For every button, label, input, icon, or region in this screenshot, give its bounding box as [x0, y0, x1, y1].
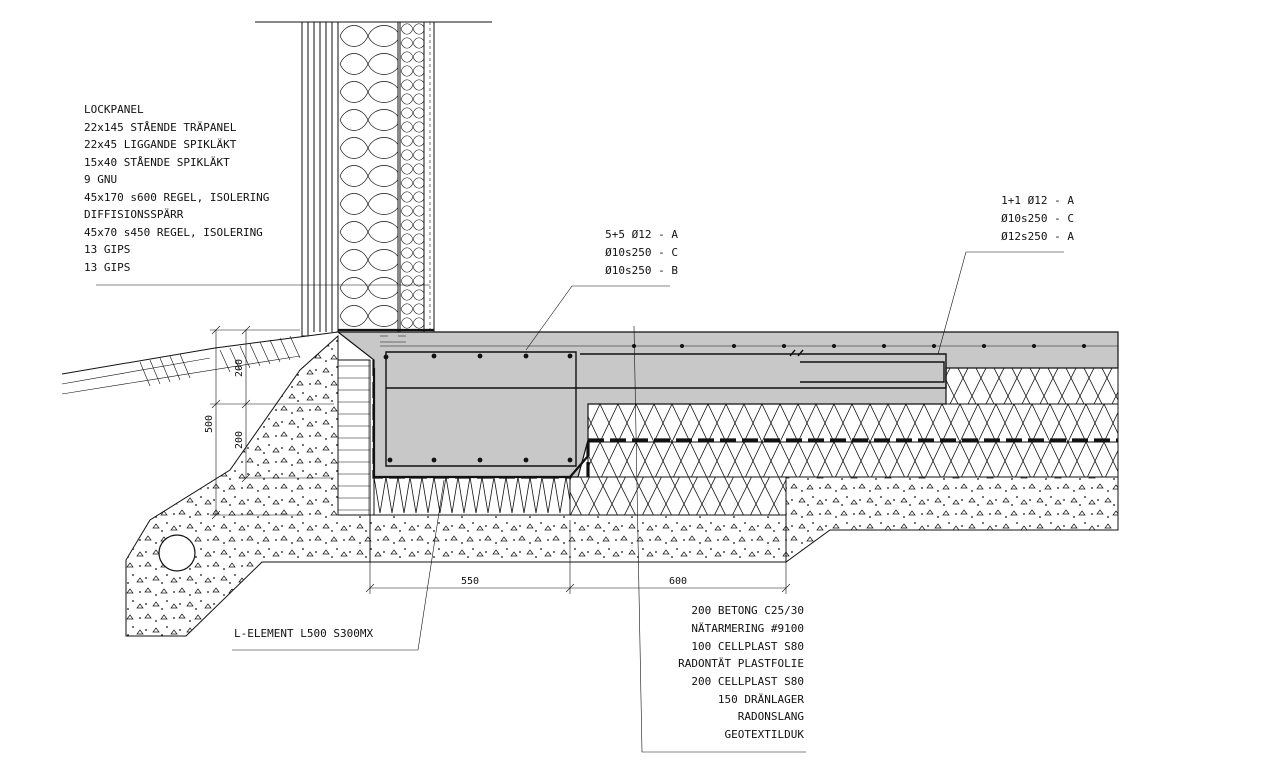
ground-surface [61, 331, 339, 395]
drain-gravel-right [785, 476, 1119, 563]
svg-text:DIFFISIONSSPÄRR: DIFFISIONSSPÄRR [84, 208, 184, 221]
svg-text:13 GIPS: 13 GIPS [84, 243, 130, 256]
beam-rebar [385, 349, 947, 467]
svg-text:Ø10s250 - C: Ø10s250 - C [1001, 212, 1074, 225]
eps-under-beam [373, 476, 571, 516]
svg-text:100 CELLPLAST S80: 100 CELLPLAST S80 [691, 640, 804, 653]
svg-text:RADONTÄT PLASTFOLIE: RADONTÄT PLASTFOLIE [678, 657, 804, 670]
svg-text:200 CELLPLAST S80: 200 CELLPLAST S80 [691, 675, 804, 688]
svg-text:RADONSLANG: RADONSLANG [738, 710, 804, 723]
svg-text:NÄTARMERING #9100: NÄTARMERING #9100 [691, 622, 804, 635]
svg-text:15x40 STÅENDE SPIKLÄKT: 15x40 STÅENDE SPIKLÄKT [84, 156, 230, 169]
eps-insulation-middle [587, 403, 1119, 443]
svg-text:Ø10s250 - B: Ø10s250 - B [605, 264, 678, 277]
svg-text:200 BETONG C25/30: 200 BETONG C25/30 [691, 604, 804, 617]
eps-under-slab [569, 476, 787, 516]
svg-text:LOCKPANEL: LOCKPANEL [84, 103, 144, 116]
dim-height-total: 500 [204, 415, 215, 433]
beam-edge-band [372, 368, 589, 479]
l-element-label: L-ELEMENT L500 S300MX [234, 627, 373, 640]
drain-gravel-edge [125, 334, 371, 637]
dim-width-left: 550 [461, 576, 479, 587]
leader-lines [96, 251, 1064, 753]
svg-text:1+1 Ø12 - A: 1+1 Ø12 - A [1001, 194, 1074, 207]
rebar-dots [383, 344, 1086, 463]
ground-hatch [139, 335, 301, 387]
dim-height-top: 200 [234, 359, 245, 377]
wall-layers-note: LOCKPANEL 22x145 STÅENDE TRÄPANEL 22x45 … [84, 103, 269, 274]
dimension-lines [210, 325, 791, 594]
svg-text:5+5 Ø12 - A: 5+5 Ø12 - A [605, 228, 678, 241]
svg-text:Ø12s250 - A: Ø12s250 - A [1001, 230, 1074, 243]
svg-text:45x170 s600 REGEL, ISOLERING: 45x170 s600 REGEL, ISOLERING [84, 191, 269, 204]
eps-insulation-upper [945, 367, 1119, 405]
svg-text:Ø10s250 - C: Ø10s250 - C [605, 246, 678, 259]
l-element-wall [337, 359, 371, 516]
svg-text:9 GNU: 9 GNU [84, 173, 117, 186]
svg-text:GEOTEXTILDUK: GEOTEXTILDUK [725, 728, 805, 741]
svg-text:22x145 STÅENDE TRÄPANEL: 22x145 STÅENDE TRÄPANEL [84, 121, 237, 134]
eps-insulation-lower [587, 441, 1119, 478]
slab-layers-note: 200 BETONG C25/30 NÄTARMERING #9100 100 … [678, 604, 804, 741]
rebar-left-note: 5+5 Ø12 - A Ø10s250 - C Ø10s250 - B [605, 228, 678, 277]
svg-text:150 DRÄNLAGER: 150 DRÄNLAGER [718, 693, 804, 706]
rebar-right-note: 1+1 Ø12 - A Ø10s250 - C Ø12s250 - A [1001, 194, 1074, 243]
dim-width-right: 600 [669, 576, 687, 587]
svg-text:22x45 LIGGANDE SPIKLÄKT: 22x45 LIGGANDE SPIKLÄKT [84, 138, 237, 151]
radon-pipe [158, 534, 196, 572]
svg-text:45x70 s450 REGEL, ISOLERING: 45x70 s450 REGEL, ISOLERING [84, 226, 263, 239]
exterior-wall [255, 21, 492, 343]
dim-height-bottom: 200 [234, 431, 245, 449]
svg-text:13 GIPS: 13 GIPS [84, 261, 130, 274]
